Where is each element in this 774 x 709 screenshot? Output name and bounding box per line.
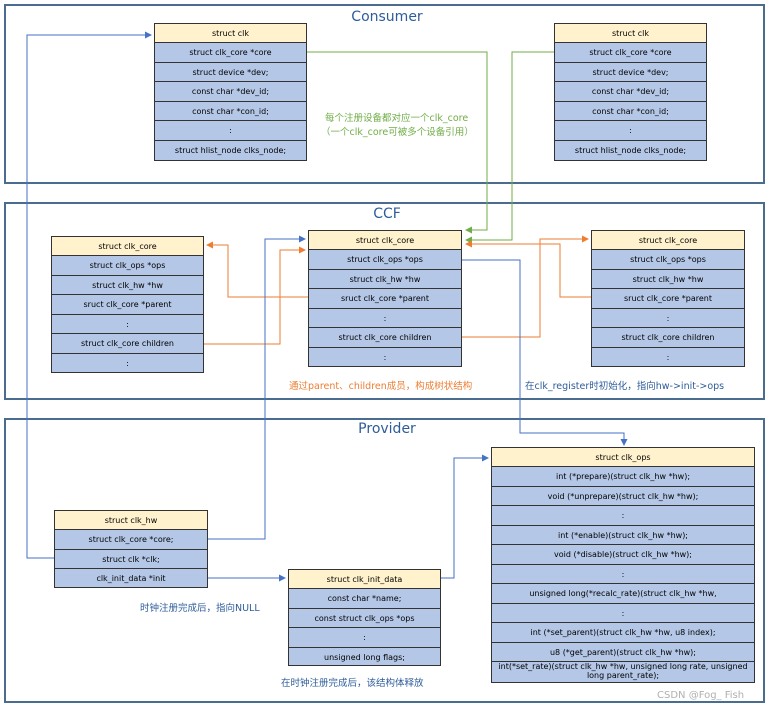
- box-row: int(*set_rate)(struct clk_hw *hw, unsign…: [498, 662, 748, 680]
- orange-children-right: [462, 235, 589, 338]
- box-row: sruct clk_core *parent: [52, 295, 203, 315]
- orange-parent-right: [465, 240, 591, 298]
- box-header: struct clk_core: [52, 237, 203, 256]
- box-row: :: [492, 506, 754, 526]
- box-row: struct clk *clk;: [55, 550, 207, 569]
- box-row: struct device *dev;: [555, 63, 706, 82]
- box-row: struct clk_core children: [52, 334, 203, 354]
- box-row: :: [126, 358, 129, 368]
- box-header: struct clk_core: [309, 231, 461, 250]
- init-release-note: 在时钟注册完成后，该结构体释放: [281, 678, 424, 689]
- box-row: :: [666, 352, 670, 362]
- box-row: :: [289, 628, 440, 648]
- box-header: struct clk_hw: [55, 511, 207, 530]
- box-row: int (*set_parent)(struct clk_hw *hw, u8 …: [492, 623, 754, 643]
- box-row: const char *con_id;: [555, 102, 706, 121]
- box-row: struct hlist_node clks_node;: [574, 145, 687, 155]
- box-row: u8 (*get_parent)(struct clk_hw *hw);: [492, 643, 754, 662]
- tree-structure-note: 通过parent、children成员，构成树状结构: [289, 381, 473, 392]
- blue-init-ops-pointer: [441, 454, 489, 579]
- box-row: const struct clk_ops *ops: [289, 609, 440, 628]
- box-row: struct hlist_node clks_node;: [174, 145, 287, 155]
- box-row: clk_init_data *init: [96, 574, 166, 583]
- box-row: :: [555, 121, 706, 141]
- box-row: :: [155, 121, 306, 141]
- box-row: struct clk_core children: [309, 328, 461, 348]
- box-header: struct clk: [155, 24, 306, 43]
- ccf-title: CCF: [373, 206, 401, 222]
- core-map-note-line1: 每个注册设备都对应一个clk_core: [325, 113, 469, 124]
- box-row: :: [383, 352, 387, 362]
- box-row: sruct clk_core *parent: [309, 289, 461, 309]
- box-row: struct clk_ops *ops: [592, 250, 744, 270]
- blue-ops-pointer: [462, 259, 628, 446]
- box-row: int (*prepare)(struct clk_hw *hw);: [492, 467, 754, 487]
- box-row: struct clk_core *core;: [55, 530, 207, 550]
- box-row: sruct clk_core *parent: [592, 289, 744, 309]
- box-row: :: [492, 604, 754, 623]
- box-row: unsigned long(*recalc_rate)(struct clk_h…: [492, 584, 754, 604]
- box-row: struct clk_ops *ops: [52, 256, 203, 276]
- box-row: void (*disable)(struct clk_hw *hw);: [492, 545, 754, 565]
- ops-init-note: 在clk_register时初始化，指向hw->init->ops: [525, 381, 725, 392]
- box-header: struct clk_init_data: [289, 570, 440, 589]
- box-row: struct clk_ops *ops: [309, 250, 461, 270]
- box-header: struct clk: [555, 24, 706, 43]
- box-row: struct clk_core children: [592, 328, 744, 348]
- box-row: struct clk_core *core: [555, 43, 706, 63]
- provider-title: Provider: [358, 421, 416, 437]
- box-row: :: [309, 309, 461, 328]
- consumer-title: Consumer: [351, 9, 423, 25]
- box-header: struct clk_ops: [492, 448, 754, 467]
- box-row: :: [492, 565, 754, 584]
- box-row: struct device *dev;: [155, 63, 306, 82]
- blue-hw-core-pointer: [208, 235, 306, 540]
- box-row: const char *dev_id;: [555, 82, 706, 102]
- green-arrow-left: [307, 51, 488, 234]
- orange-children-left: [204, 246, 306, 345]
- box-row: const char *con_id;: [155, 102, 306, 121]
- box-row: struct clk_hw *hw: [309, 270, 461, 289]
- watermark: CSDN @Fog_ Fish: [657, 690, 745, 701]
- box-row: const char *dev_id;: [155, 82, 306, 102]
- provider-section: [4, 418, 765, 703]
- orange-parent-left: [206, 241, 308, 298]
- green-arrow-right: [465, 51, 554, 244]
- box-row: int (*enable)(struct clk_hw *hw);: [492, 526, 754, 545]
- ccf-section: [4, 202, 765, 400]
- core-map-note-line2: （一个clk_core可被多个设备引用）: [321, 127, 474, 138]
- box-row: struct clk_hw *hw: [52, 276, 203, 295]
- box-row: struct clk_core *core: [155, 43, 306, 63]
- box-row: unsigned long flags;: [324, 652, 405, 662]
- consumer-section: [4, 4, 765, 184]
- clk-null-note: 时钟注册完成后，指向NULL: [140, 603, 260, 614]
- box-header: struct clk_core: [592, 231, 744, 250]
- blue-hw-clk-pointer: [26, 31, 152, 559]
- box-row: const char *name;: [289, 589, 440, 609]
- box-row: :: [592, 309, 744, 328]
- box-row: struct clk_hw *hw: [592, 270, 744, 289]
- box-row: void (*unprepare)(struct clk_hw *hw);: [492, 487, 754, 506]
- box-row: :: [52, 315, 203, 334]
